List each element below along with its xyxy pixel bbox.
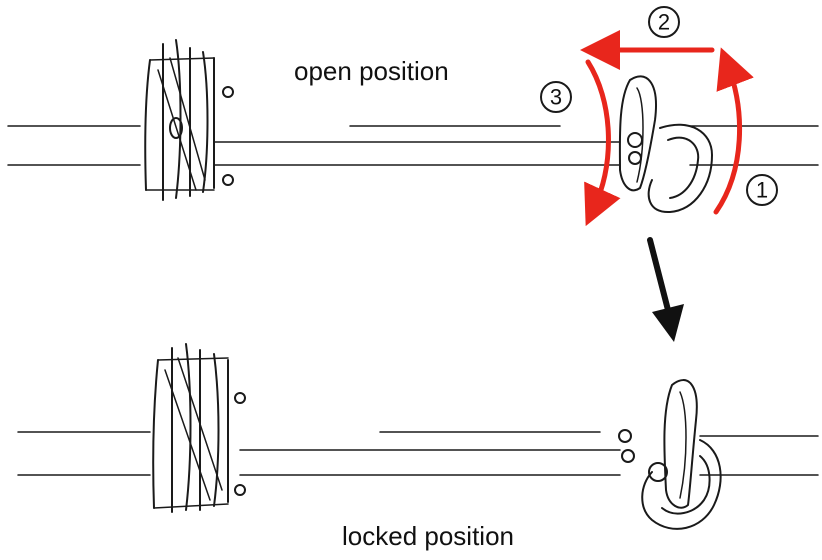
step-1-number: 1 (756, 178, 768, 203)
lock-hook-locked (618, 379, 722, 530)
shaft-bottom (17, 431, 819, 476)
lock-hook-open (618, 75, 713, 214)
coupling-housing-bottom (152, 343, 246, 513)
step-1-badge: 1 (746, 174, 778, 206)
open-position-label: open position (294, 56, 449, 86)
step-2-number: 2 (658, 10, 670, 35)
step-3-badge: 3 (540, 81, 572, 113)
step-1-arrow (713, 47, 754, 215)
locked-position-label: locked position (342, 521, 514, 551)
step-3-arrow (584, 59, 621, 227)
step-3-number: 3 (550, 85, 562, 110)
shaft-top (7, 125, 819, 166)
step-2-badge: 2 (648, 6, 680, 38)
coupling-housing-top (144, 39, 234, 201)
transition-arrow (647, 237, 684, 342)
